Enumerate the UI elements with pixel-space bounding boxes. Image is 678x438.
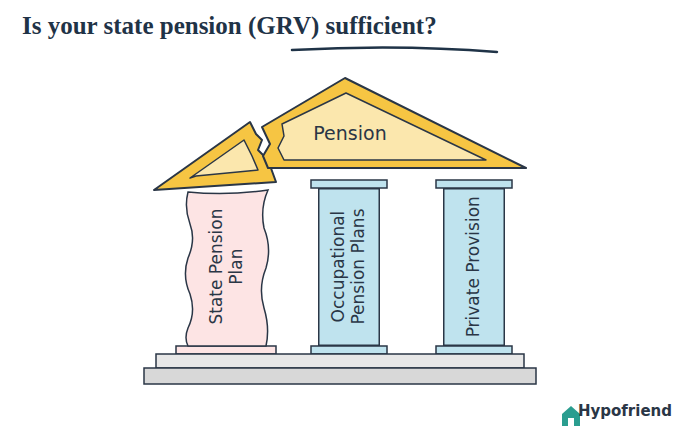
pillar-outline [444,189,505,346]
pillar-label: Private Provision [464,196,484,338]
broken-roof-piece [154,122,276,190]
roof-pediment: Pension [262,76,528,170]
pillar-base [436,346,512,354]
pillar-base [176,346,276,354]
pillar-label: Occupational Pension Plans [329,196,368,338]
pillar-label: State Pension Plan [207,196,246,338]
pedestal-step [156,354,524,368]
broken-roof-inner [190,140,258,178]
roof-inner [278,93,486,160]
brand-logo-text: Hypofriend [578,402,672,420]
logo-house-door [568,418,574,426]
title-underline [292,47,497,52]
pillar: Occupational Pension Plans [318,188,380,346]
logo-house-icon [562,406,580,426]
pillar-capital [436,180,512,188]
node-outline [262,76,528,170]
title: Is your state pension (GRV) sufficient? [22,12,437,40]
pediment-label: Pension [313,123,386,145]
pillar-outline [319,189,380,346]
cracked-pillar-outline [185,190,268,346]
roof-outline [262,78,526,168]
pillar-base [311,346,387,354]
pedestal-step [144,368,536,384]
pillar-capital [311,180,387,188]
pillar: State Pension Plan [182,188,272,346]
pillar: Private Provision [443,188,505,346]
